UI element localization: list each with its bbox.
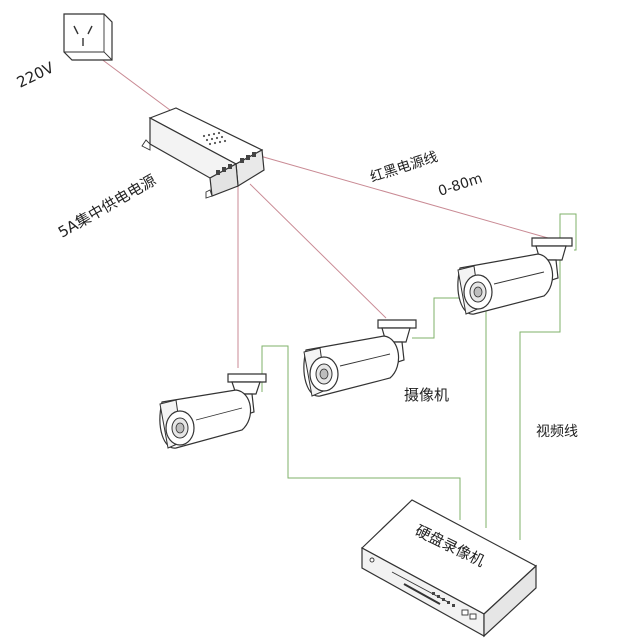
power-supply-box [141,107,265,199]
dvr-recorder [360,499,538,638]
camera-left [159,373,267,449]
video-line-camera-left [261,345,461,520]
camera-middle [303,319,417,397]
voltage-label: 220V [14,58,58,92]
video-cable-label: 视频线 [536,424,578,440]
camera-label: 摄像机 [404,386,449,404]
video-lines [261,213,577,540]
power-line-camera-middle [249,183,387,319]
power-line-mains [99,57,179,117]
power-cable-label: 红黑电源线 [368,149,440,186]
power-lines [99,57,549,368]
video-line-camera-middle [412,297,487,528]
distance-label: 0-80m [436,171,484,200]
video-line-camera-right [519,213,577,540]
power-line-camera-right [259,155,549,239]
camera-right [457,237,573,315]
power-supply-label: 5A集中供电电源 [55,171,159,241]
wall-outlet-icon [63,13,113,61]
